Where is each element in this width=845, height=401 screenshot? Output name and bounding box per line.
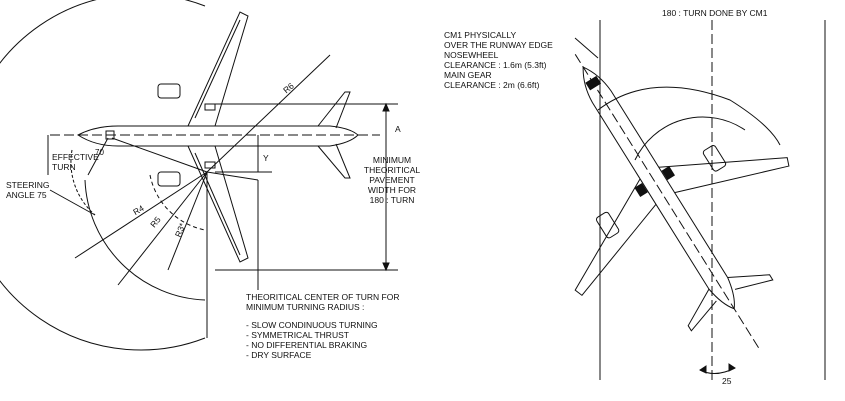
r5-arc — [84, 179, 206, 301]
cm1-note-line-4: CLEARANCE : 1.6m (5.3ft) — [444, 60, 547, 70]
effective-turn-line-1: EFFECTIVE — [52, 152, 99, 162]
left-upper-engine — [157, 83, 181, 99]
r3-line — [167, 171, 208, 271]
r3-arc — [149, 174, 206, 231]
dim-a-label: A — [395, 124, 401, 134]
right-left-stab — [687, 288, 717, 332]
center-note-line-1: THEORITICAL CENTER OF TURN FOR — [246, 292, 400, 302]
left-lower-wing — [187, 145, 249, 263]
steering-angle-line-2: ANGLE 75 — [6, 190, 47, 200]
steering-angle-line-1: STEERING — [6, 180, 50, 190]
steering-angle-label: STEERING ANGLE 75 — [6, 180, 49, 200]
cm1-note-line-1: CM1 PHYSICALLY — [444, 30, 517, 40]
left-lower-stab — [317, 143, 351, 179]
right-left-wing — [574, 178, 657, 297]
r4-line — [74, 171, 208, 259]
turn-done-label: 180 : TURN DONE BY CM1 — [662, 8, 768, 18]
steering-arc — [70, 149, 96, 216]
r6-line — [206, 54, 331, 173]
r6-outer-arc — [0, 0, 206, 351]
right-turn-arc — [597, 86, 781, 146]
cm1-note-line-6: CLEARANCE : 2m (6.6ft) — [444, 80, 540, 90]
cm1-note-line-2: OVER THE RUNWAY EDGE — [444, 40, 553, 50]
right-right-wing — [658, 157, 790, 194]
left-fuselage — [77, 125, 359, 147]
min-pavement-line-3: PAVEMENT — [369, 175, 415, 185]
center-note-line-2: MINIMUM TURNING RADIUS : — [246, 302, 365, 312]
r5-line — [117, 171, 208, 286]
left-upper-wing — [187, 11, 249, 127]
left-lower-engine — [157, 171, 181, 187]
min-pavement-line-4: WIDTH FOR — [367, 185, 417, 195]
cm1-note-line-3: NOSEWHEEL — [444, 50, 499, 60]
condition-3: - NO DIFFERENTIAL BRAKING — [246, 340, 368, 350]
min-pavement-label: MINIMUM THEORITICAL PAVEMENT WIDTH FOR 1… — [360, 155, 424, 205]
center-of-turn-note: THEORITICAL CENTER OF TURN FOR MINIMUM T… — [246, 292, 399, 360]
dim-y-label: Y — [263, 153, 269, 163]
min-pavement-line-1: MINIMUM — [372, 155, 412, 165]
condition-1: - SLOW CONDINUOUS TURNING — [246, 320, 378, 330]
condition-4: - DRY SURFACE — [246, 350, 312, 360]
left-upper-stab — [317, 91, 351, 129]
min-pavement-line-2: THEORITICAL — [363, 165, 421, 175]
right-right-stab — [727, 274, 774, 290]
cm1-note: CM1 PHYSICALLY OVER THE RUNWAY EDGE NOSE… — [444, 30, 553, 90]
angle-25-label: 25 — [722, 376, 732, 386]
effective-turn-label: EFFECTIVE TURN — [52, 152, 99, 172]
effective-turn-angle: 70 — [95, 148, 104, 157]
effective-turn-line-2: TURN — [52, 162, 76, 172]
condition-2: - SYMMETRICAL THRUST — [246, 330, 349, 340]
cm1-note-line-5: MAIN GEAR — [444, 70, 492, 80]
min-pavement-line-5: 180 : TURN — [369, 195, 415, 205]
